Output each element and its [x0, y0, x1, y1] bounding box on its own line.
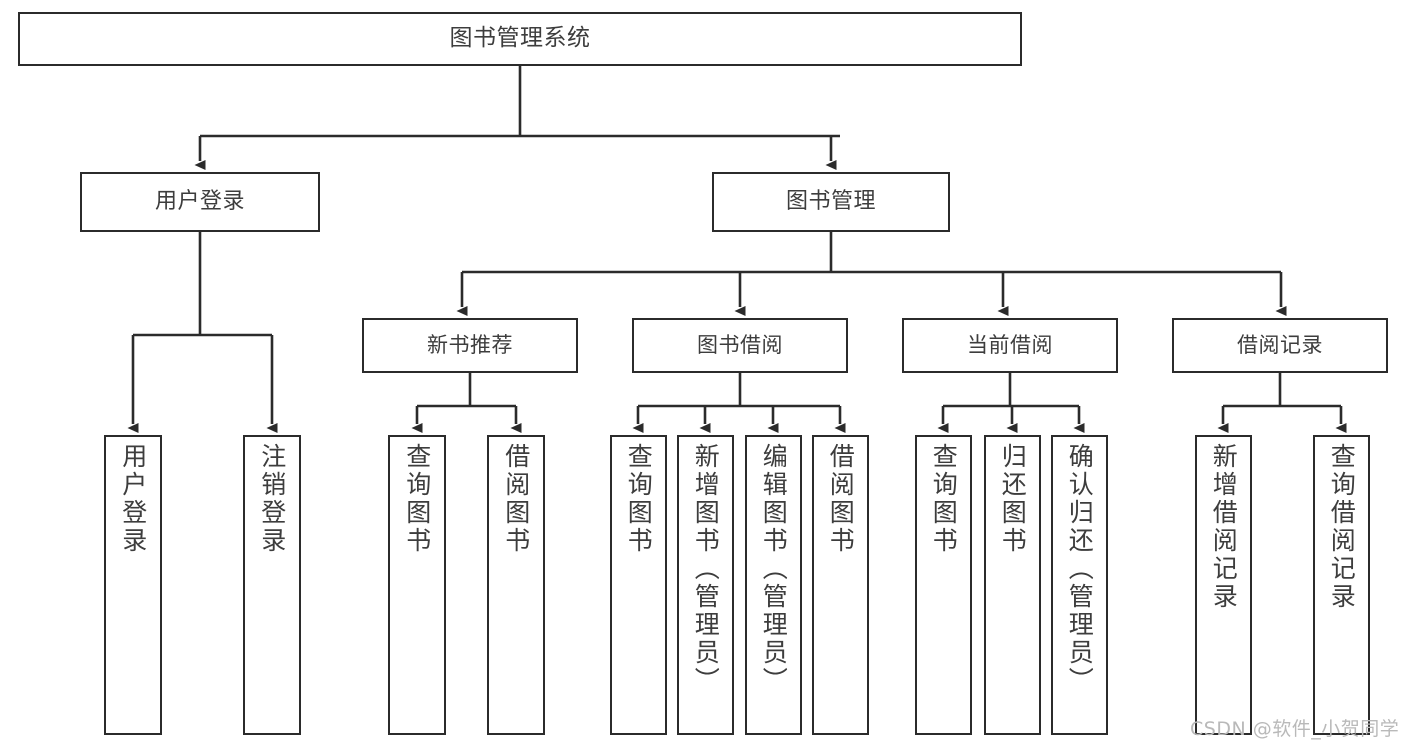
node-leaf-return-book-label: 归还图书	[998, 443, 1028, 555]
node-borrow-record[interactable]: 借阅记录	[1172, 318, 1388, 373]
node-new-book-recommend[interactable]: 新书推荐	[362, 318, 578, 373]
node-leaf-query-book-cur[interactable]: 查询图书	[915, 435, 972, 735]
node-root[interactable]: 图书管理系统	[18, 12, 1022, 66]
node-leaf-confirm-return-label: 确认归还（管理员）	[1065, 443, 1095, 695]
node-current-borrow-label: 当前借阅	[967, 333, 1053, 358]
node-leaf-add-book-label: 新增图书（管理员）	[691, 443, 721, 695]
node-leaf-query-book-brw-label: 查询图书	[624, 443, 654, 555]
node-book-manage-label: 图书管理	[785, 189, 876, 215]
node-book-borrow-label: 图书借阅	[697, 333, 783, 358]
node-leaf-return-book[interactable]: 归还图书	[984, 435, 1041, 735]
node-leaf-borrow-book-rec-label: 借阅图书	[501, 443, 531, 555]
node-book-borrow[interactable]: 图书借阅	[632, 318, 848, 373]
node-leaf-query-book-cur-label: 查询图书	[929, 443, 959, 555]
node-leaf-query-book-rec[interactable]: 查询图书	[388, 435, 446, 735]
node-leaf-query-book-rec-label: 查询图书	[402, 443, 432, 555]
node-leaf-add-record-label: 新增借阅记录	[1209, 443, 1239, 611]
node-leaf-add-record[interactable]: 新增借阅记录	[1195, 435, 1252, 735]
node-leaf-borrow-book-rec[interactable]: 借阅图书	[487, 435, 545, 735]
node-leaf-query-book-brw[interactable]: 查询图书	[610, 435, 667, 735]
node-user-login[interactable]: 用户登录	[80, 172, 320, 232]
node-leaf-borrow-book-brw-label: 借阅图书	[826, 443, 856, 555]
node-leaf-logout-label: 注销登录	[257, 443, 287, 555]
node-leaf-logout[interactable]: 注销登录	[243, 435, 301, 735]
node-new-book-recommend-label: 新书推荐	[427, 333, 513, 358]
node-leaf-user-login-label: 用户登录	[118, 443, 148, 555]
node-borrow-record-label: 借阅记录	[1237, 333, 1323, 358]
node-leaf-edit-book-label: 编辑图书（管理员）	[759, 443, 789, 695]
node-leaf-borrow-book-brw[interactable]: 借阅图书	[812, 435, 869, 735]
node-leaf-user-login[interactable]: 用户登录	[104, 435, 162, 735]
node-leaf-query-record[interactable]: 查询借阅记录	[1313, 435, 1370, 735]
node-leaf-edit-book[interactable]: 编辑图书（管理员）	[745, 435, 802, 735]
node-leaf-confirm-return[interactable]: 确认归还（管理员）	[1051, 435, 1108, 735]
node-user-login-label: 用户登录	[154, 189, 245, 215]
node-book-manage[interactable]: 图书管理	[712, 172, 950, 232]
node-leaf-add-book[interactable]: 新增图书（管理员）	[677, 435, 734, 735]
node-current-borrow[interactable]: 当前借阅	[902, 318, 1118, 373]
watermark: CSDN @软件_小贺同学	[1190, 718, 1400, 740]
node-leaf-query-record-label: 查询借阅记录	[1327, 443, 1357, 611]
node-root-label: 图书管理系统	[449, 25, 591, 52]
